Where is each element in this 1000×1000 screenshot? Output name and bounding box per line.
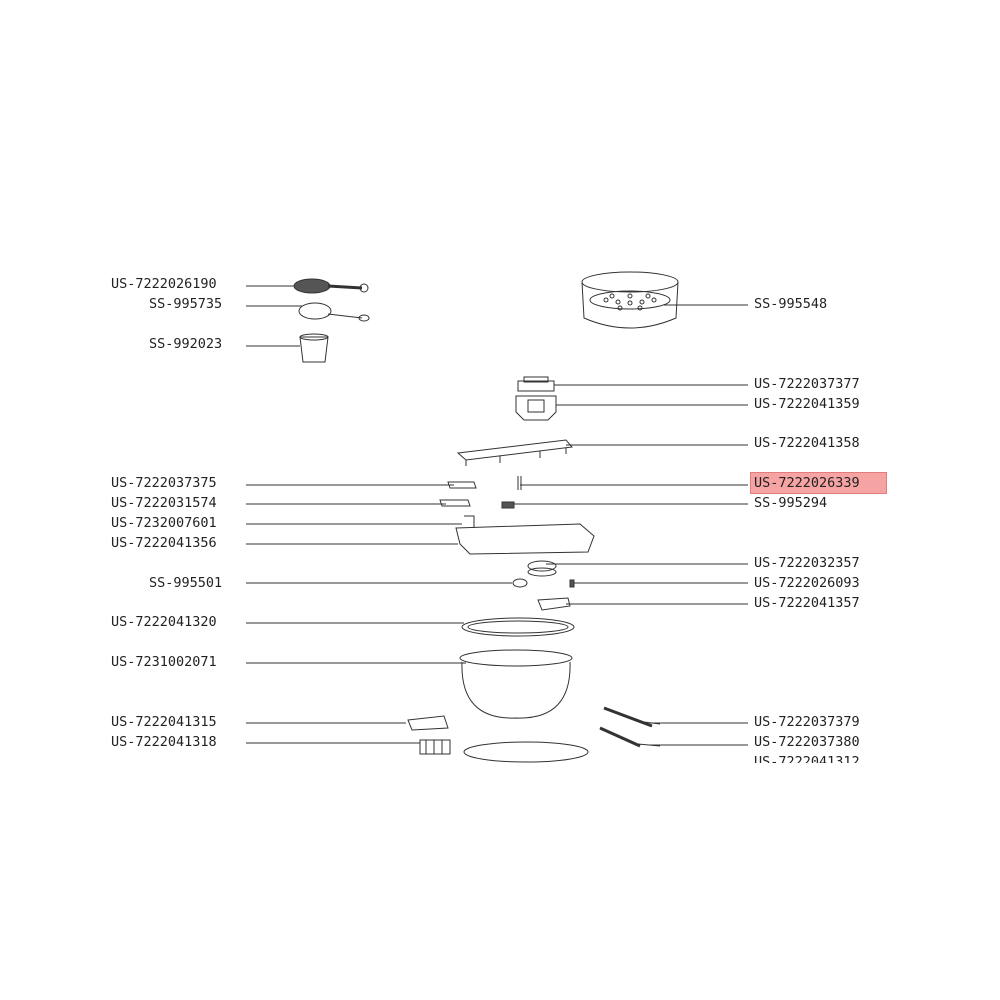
part-label[interactable]: SS-992023 [149,336,223,352]
gasket-small-part [527,560,557,577]
rice-paddle-part [293,278,369,294]
part-label[interactable]: SS-995501 [149,575,223,591]
clip-part [439,481,515,509]
knob-part [512,578,528,588]
inner-lid-housing-part [455,515,595,555]
part-label[interactable]: US-7222032357 [754,555,860,571]
steam-basket-part [581,271,679,329]
cable-part-2 [599,726,661,748]
part-label[interactable]: US-7222031574 [111,495,217,511]
part-label[interactable]: US-7222037377 [754,376,860,392]
part-label[interactable]: US-7222026093 [754,575,860,591]
part-label[interactable]: US-7222026190 [111,276,217,292]
condensation-cup-part [407,715,449,731]
hinge-part [537,597,571,611]
part-label-highlighted[interactable]: US-7222026339 [750,472,887,494]
soup-ladle-part [298,302,370,322]
part-label[interactable]: US-7231002071 [111,654,217,670]
crop-edge [0,763,1000,1000]
small-spring-part [517,476,522,490]
leader-lines-left [246,285,512,744]
part-label[interactable]: US-7222037379 [754,714,860,730]
part-label[interactable]: US-7222041356 [111,535,217,551]
measuring-cup-part [299,333,329,363]
steam-valve-cap-part [517,376,555,392]
connector-part [419,739,451,755]
part-label[interactable]: SS-995548 [754,296,828,312]
part-label[interactable]: US-7222037380 [754,734,860,750]
part-label[interactable]: US-7222041359 [754,396,860,412]
sealing-ring-part [461,617,575,637]
pin-part [569,579,575,588]
part-label[interactable]: US-7232007601 [111,515,217,531]
base-ring-part [463,741,589,763]
part-label[interactable]: US-7222037375 [111,475,217,491]
part-label[interactable]: US-7222041320 [111,614,217,630]
cable-part-1 [603,706,661,728]
part-label[interactable]: SS-995294 [754,495,828,511]
part-label[interactable]: US-7222041318 [111,734,217,750]
part-label[interactable]: SS-995735 [149,296,223,312]
part-label[interactable]: US-7222041357 [754,595,860,611]
inner-pot-part [459,649,573,719]
steam-valve-body-part [515,395,557,421]
leader-lines-right [510,304,748,765]
lid-cover-part [456,439,573,466]
part-label[interactable]: US-7222041315 [111,714,217,730]
part-label[interactable]: US-7222041358 [754,435,860,451]
